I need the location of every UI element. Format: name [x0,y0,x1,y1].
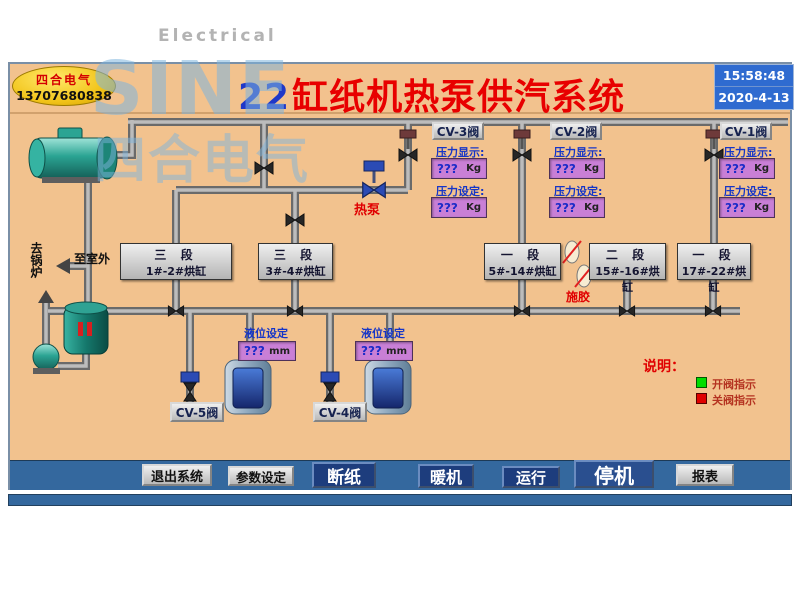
level-unit: mm [386,345,407,357]
section-range: 15#-16#烘缸 [595,265,660,294]
cv3-pressure-setpoint[interactable]: ??? Kg [431,197,487,218]
to-outdoor-label: 至室外 [74,252,111,266]
company-phone: 13707680838 [16,88,112,103]
close-indicator-swatch [696,393,707,404]
cv5-button[interactable]: CV-5阀 [170,402,224,422]
cv2-pressure-display: ??? Kg [549,158,605,179]
section-range: 3#-4#烘缸 [265,265,326,278]
section-stage: 三 段 [154,248,198,262]
pressure-value: ??? [437,200,458,215]
section-range: 5#-14#烘缸 [488,265,557,278]
section-stage: 一 段 [500,248,545,262]
bottom-toolbar [10,460,790,490]
pressure-value: ??? [437,161,458,176]
level-unit: mm [269,345,290,357]
legend-close-label: 关阀指示 [712,394,756,407]
cv3-button[interactable]: CV-3阀 [432,122,484,140]
cv4-button[interactable]: CV-4阀 [313,402,367,422]
sizing-label: 施胶 [566,290,591,304]
level-setpoint-left[interactable]: ??? mm [238,341,296,361]
section-stage: 二 段 [605,248,650,262]
cv1-pressure-setpoint[interactable]: ??? Kg [719,197,775,218]
cv2-group: CV-2阀 压力显示: ??? Kg 压力设定: ??? Kg [548,122,606,222]
section-stage: 三 段 [273,248,318,262]
dryer-section-4: 二 段 15#-16#烘缸 [589,243,666,294]
level-group-right: 液位设定 ??? mm [355,325,415,367]
to-boiler-label: 去锅炉 [29,242,43,278]
section-stage: 一 段 [692,248,736,262]
level-value: ??? [244,344,265,358]
pressure-value: ??? [555,200,576,215]
paper-break-button[interactable]: 断纸 [312,462,376,488]
cv2-pressure-setpoint[interactable]: ??? Kg [549,197,605,218]
pressure-unit: Kg [466,163,481,174]
clock-time: 15:58:48 [715,65,793,87]
page-title-main: 缸纸机热泵供汽系统 [292,77,626,118]
pressure-unit: Kg [584,202,599,213]
parameter-setting-button[interactable]: 参数设定 [228,466,294,486]
dryer-section-5: 一 段 17#-22#烘缸 [677,243,751,294]
pressure-unit: Kg [466,202,481,213]
level-setpoint-right[interactable]: ??? mm [355,341,413,361]
dryer-section-1: 三 段 1#-2#烘缸 [120,243,232,280]
dryer-section-3: 一 段 5#-14#烘缸 [484,243,561,280]
exit-system-button[interactable]: 退出系统 [142,464,212,486]
pressure-unit: Kg [584,163,599,174]
clock-date: 2020-4-13 [718,90,790,105]
page-title: 22缸纸机热泵供汽系统 [238,68,625,120]
level-group-left: 液位设定 ??? mm [238,325,298,367]
cv1-group: CV-1阀 压力显示: ??? Kg 压力设定: ??? Kg [718,122,776,222]
cv1-pressure-display: ??? Kg [719,158,775,179]
heat-pump-label: 热泵 [354,203,381,218]
pressure-value: ??? [555,161,576,176]
stop-button[interactable]: 停机 [574,460,654,488]
run-button[interactable]: 运行 [502,466,560,488]
pressure-unit: Kg [754,163,769,174]
electrical-caption: Electrical [158,26,277,46]
legend-title: 说明： [643,359,685,375]
cv2-button[interactable]: CV-2阀 [550,122,602,140]
pressure-value: ??? [725,161,746,176]
pressure-unit: Kg [754,202,769,213]
level-set-label: 液位设定 [361,327,405,340]
cv3-group: CV-3阀 压力显示: ??? Kg 压力设定: ??? Kg [430,122,488,222]
level-set-label: 液位设定 [244,327,288,340]
section-range: 17#-22#烘缸 [681,265,747,294]
legend-open-label: 开阀指示 [712,378,756,391]
clock-panel: 15:58:48 2020-4-13 [714,64,794,110]
cv1-button[interactable]: CV-1阀 [720,122,772,140]
company-name: 四合电气 [35,73,92,87]
cv3-pressure-display: ??? Kg [431,158,487,179]
company-badge: 四合电气 13707680838 [12,66,116,106]
section-range: 1#-2#烘缸 [145,265,207,278]
titlebar-divider [10,112,790,114]
warmup-button[interactable]: 暖机 [418,464,474,488]
level-value: ??? [361,344,382,358]
page-title-prefix: 22 [238,77,291,118]
report-button[interactable]: 报表 [676,464,734,486]
open-indicator-swatch [696,377,707,388]
pressure-value: ??? [725,200,746,215]
dryer-section-2: 三 段 3#-4#烘缸 [258,243,333,280]
bottom-strip [8,494,792,506]
